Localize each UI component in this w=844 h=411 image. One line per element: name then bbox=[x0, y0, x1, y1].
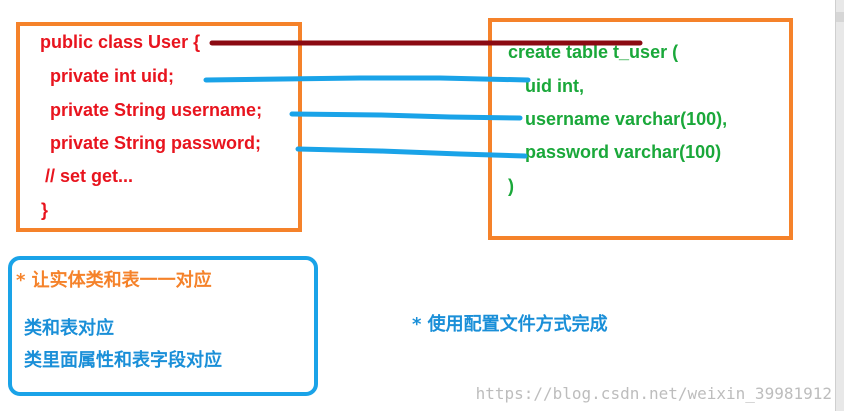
sql-line-create: create table t_user ( bbox=[508, 42, 679, 62]
cropped-heading: ▔▔▔ bbox=[0, 0, 844, 8]
sql-line-username: username varchar(100), bbox=[520, 109, 728, 129]
sql-line-close: ) bbox=[508, 176, 514, 196]
scroll-up-arrow-icon[interactable] bbox=[836, 12, 844, 22]
note-line-class-table: 类和表对应 bbox=[24, 318, 114, 339]
java-class-box bbox=[16, 22, 302, 232]
config-note: * 使用配置文件方式完成 bbox=[412, 314, 608, 335]
sql-table-box bbox=[488, 18, 793, 240]
password-link bbox=[295, 146, 528, 159]
sql-line-uid: uid int, bbox=[520, 76, 584, 96]
java-line-username: private String username; bbox=[40, 100, 263, 120]
sql-line-password: password varchar(100) bbox=[520, 142, 722, 162]
scrollbar[interactable] bbox=[835, 0, 844, 411]
uid-link bbox=[203, 75, 531, 83]
java-line-uid: private int uid; bbox=[40, 66, 175, 86]
note-line-attr-field: 类里面属性和表字段对应 bbox=[24, 350, 222, 371]
note-box bbox=[8, 256, 318, 396]
java-line-comment: // set get... bbox=[40, 166, 134, 186]
username-link bbox=[289, 111, 523, 121]
watermark: https://blog.csdn.net/weixin_39981912 bbox=[475, 384, 832, 403]
note-bullet: * 让实体类和表一一对应 bbox=[16, 270, 212, 291]
java-line-password: private String password; bbox=[40, 133, 262, 153]
java-line-close: } bbox=[36, 200, 49, 220]
java-line-class: public class User { bbox=[40, 32, 201, 52]
